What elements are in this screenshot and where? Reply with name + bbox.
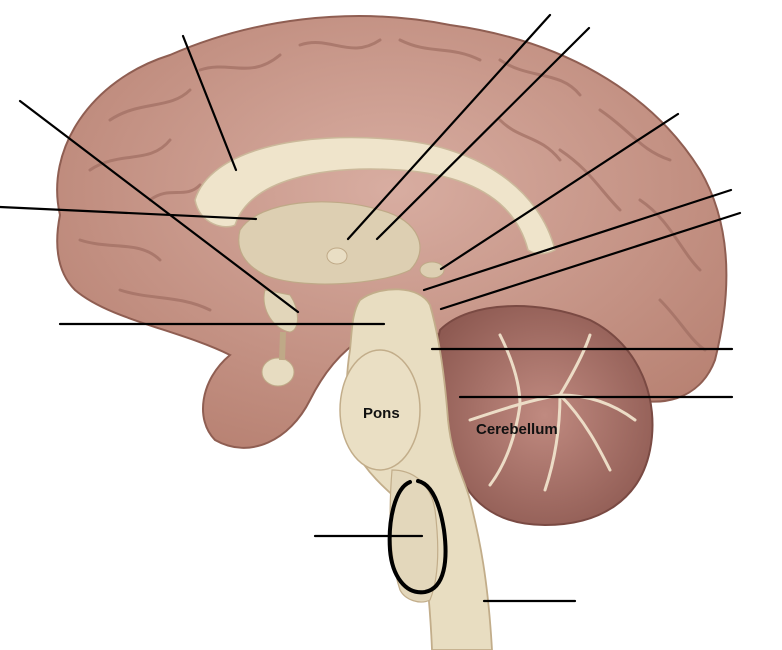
label-pons: Pons [363,405,400,422]
leader-line-1 [181,34,238,172]
leader-line-3 [0,205,258,221]
leader-line-5 [346,13,552,241]
label-cerebellum: Cerebellum [476,421,558,438]
intermediate-mass [326,247,348,265]
pons [339,349,421,471]
thalamus [238,201,421,285]
leader-line-8 [422,188,733,292]
corpus-callosum [194,136,556,255]
leader-line-2 [18,99,300,314]
leader-line-9 [439,211,742,311]
pineal-gland [419,261,445,279]
leader-line-7 [439,112,680,271]
annotation-circle [387,479,448,595]
hypothalamus-pituitary [261,289,298,387]
leader-lines [0,13,742,603]
leader-line-6 [375,26,591,241]
